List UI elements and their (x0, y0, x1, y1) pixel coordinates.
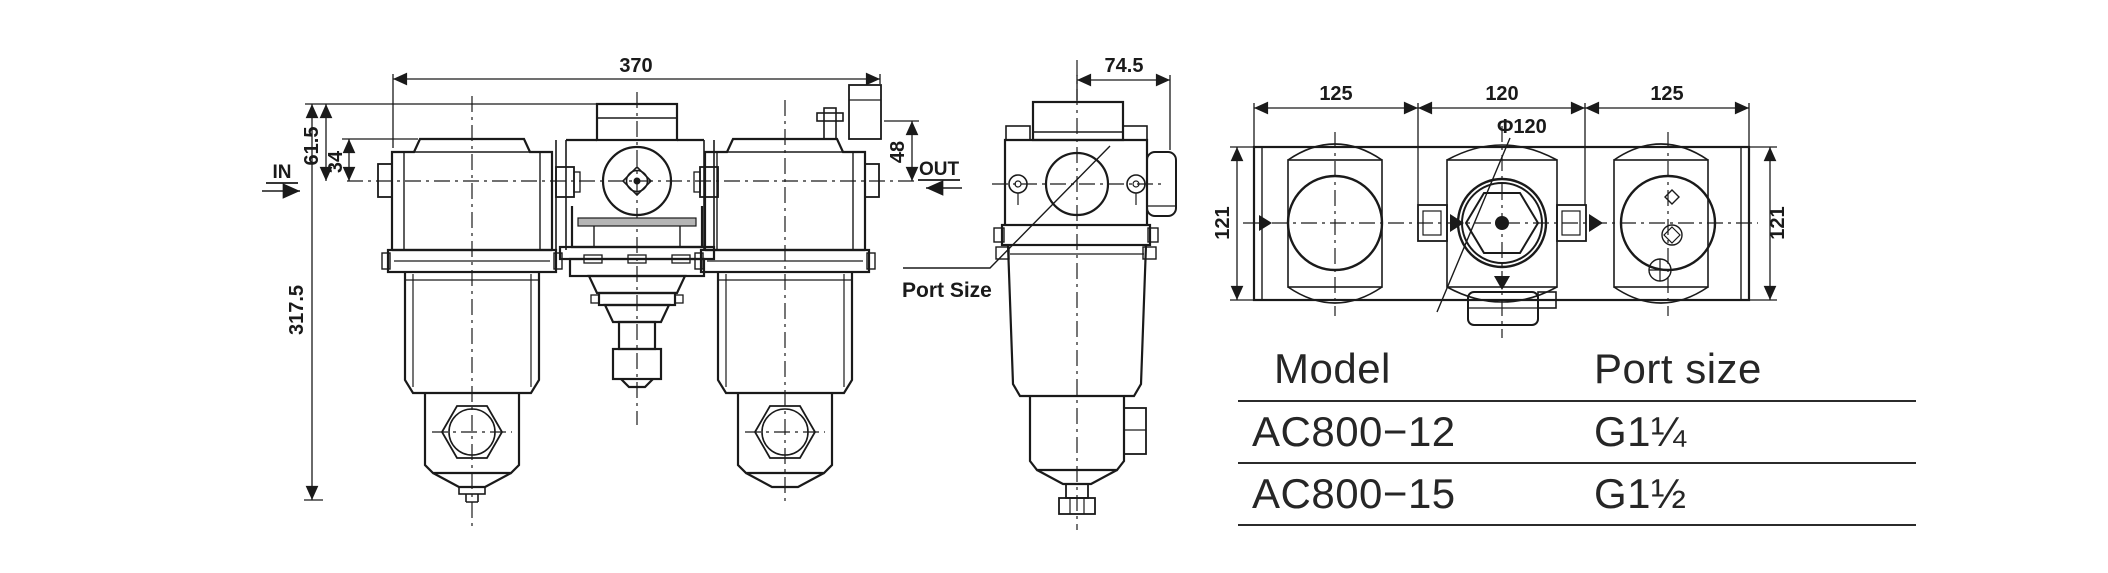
top-view-body (1252, 143, 1751, 326)
top-view-centerlines (1243, 126, 1758, 338)
side-width-dim: 74.5 (1105, 55, 1144, 77)
model-cell: AC800−12 (1252, 408, 1456, 455)
top-left-dim: 125 (1319, 83, 1352, 105)
front-upper-dim: 61.5 (301, 127, 323, 166)
side-view: 74.5 Port Size (902, 55, 1177, 530)
spec-table: Model Port size AC800−12 G1¼ AC800−15 G1… (1238, 338, 1916, 526)
model-cell: AC800−15 (1252, 470, 1456, 517)
top-view: 125 120 125 121 121 Φ120 (1212, 83, 1789, 338)
front-view-centerlines (347, 92, 914, 530)
front-out-dim: 48 (887, 141, 909, 163)
table-header-model: Model (1274, 345, 1391, 392)
in-label: IN (273, 162, 292, 183)
top-right-dim: 125 (1650, 83, 1683, 105)
port-size-cell: G1¼ (1594, 408, 1687, 455)
port-size-label: Port Size (902, 279, 992, 302)
side-view-dimensions (903, 73, 1171, 269)
top-view-dimensions (1230, 101, 1777, 313)
front-height-dim: 317.5 (286, 285, 308, 335)
table-header-port-size: Port size (1594, 345, 1762, 392)
out-label: OUT (919, 159, 960, 180)
table-row: AC800−15 G1½ (1238, 464, 1916, 526)
side-view-body (993, 100, 1177, 515)
front-view-dimensions (262, 72, 962, 501)
table-header-row: Model Port size (1238, 338, 1916, 402)
front-width-dim: 370 (619, 55, 652, 77)
side-view-centerlines (992, 60, 1162, 530)
front-view: 370 61.5 34 317.5 48 IN OUT (262, 55, 962, 530)
regulator-unit (555, 102, 719, 389)
table-row: AC800−12 G1¼ (1238, 402, 1916, 464)
top-height-left-dim: 121 (1212, 206, 1234, 239)
top-center-dim: 120 (1485, 83, 1518, 105)
diameter-label: Φ120 (1497, 116, 1547, 138)
lubricator-unit (694, 84, 882, 489)
top-height-right-dim: 121 (1767, 206, 1789, 239)
port-size-cell: G1½ (1594, 470, 1687, 517)
front-body-dim: 34 (325, 150, 347, 173)
filter-unit (377, 137, 563, 503)
